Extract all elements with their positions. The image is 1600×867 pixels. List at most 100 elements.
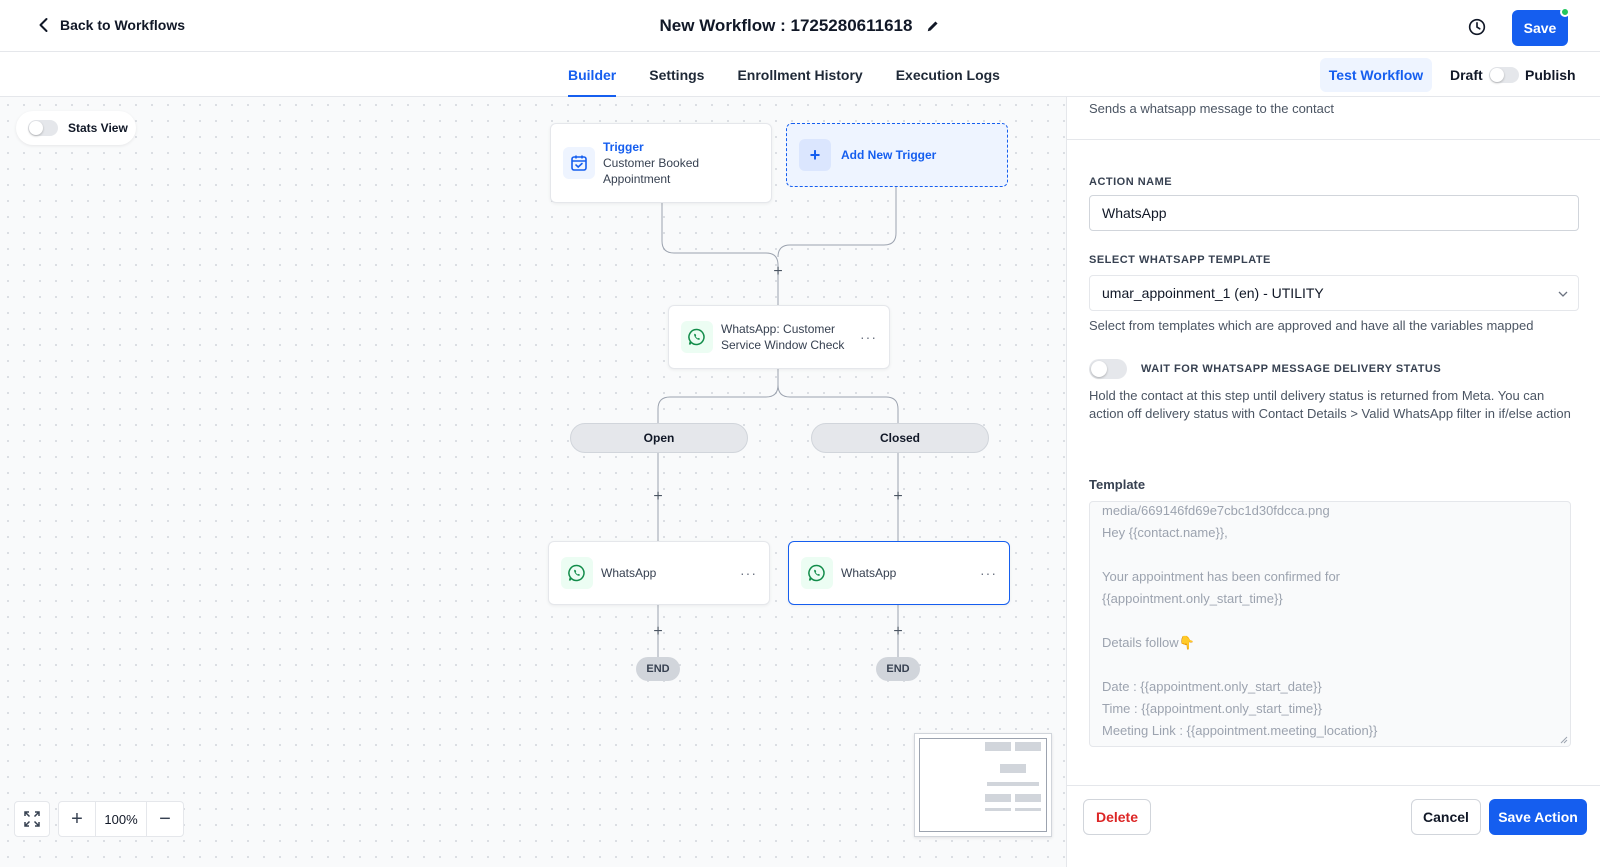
minimap-node xyxy=(987,782,1039,786)
end-marker: END xyxy=(876,657,920,681)
template-select-label: SELECT WHATSAPP TEMPLATE xyxy=(1089,254,1271,266)
divider xyxy=(1067,139,1600,140)
cancel-button[interactable]: Cancel xyxy=(1411,799,1481,835)
pencil-icon[interactable] xyxy=(926,19,940,33)
zoom-in-button[interactable]: + xyxy=(71,807,83,830)
add-step-plus[interactable]: + xyxy=(653,488,663,505)
action-node-label: WhatsApp xyxy=(841,566,897,580)
minimap-node xyxy=(1015,794,1041,802)
unsaved-indicator xyxy=(1560,7,1570,17)
zoom-out-button[interactable]: − xyxy=(159,807,171,830)
template-line: media/669146fd69e7cbc1d30fdcca.png xyxy=(1102,503,1330,518)
action-node-label: WhatsApp xyxy=(601,566,657,580)
delete-action-button[interactable]: Delete xyxy=(1083,799,1151,835)
add-step-plus[interactable]: + xyxy=(893,623,903,640)
template-line: {{appointment.only_start_time}} xyxy=(1102,591,1283,606)
workflow-canvas[interactable]: Stats View Trigger Customer Booked Appoi… xyxy=(0,97,1066,867)
template-line: Time : {{appointment.only_start_time}} xyxy=(1102,701,1322,716)
template-line: Hey {{contact.name}}, xyxy=(1102,525,1228,540)
branch-closed[interactable]: Closed xyxy=(811,423,989,453)
minimap-node xyxy=(985,794,1011,802)
whatsapp-window-check-node[interactable]: WhatsApp: Customer Service Window Check … xyxy=(668,305,890,369)
stats-view-label: Stats View xyxy=(68,121,128,135)
plus-icon: + xyxy=(799,139,831,171)
publish-label: Publish xyxy=(1525,67,1576,83)
tabs: Builder Settings Enrollment History Exec… xyxy=(568,52,1000,97)
divider xyxy=(1067,785,1600,786)
template-line xyxy=(1102,544,1558,566)
minimap-node xyxy=(1015,742,1041,751)
tab-builder[interactable]: Builder xyxy=(568,52,617,97)
minimap-node xyxy=(1000,764,1026,773)
test-workflow-button[interactable]: Test Workflow xyxy=(1320,58,1432,92)
resize-handle-icon[interactable] xyxy=(1560,736,1568,744)
trigger-node[interactable]: Trigger Customer Booked Appointment xyxy=(550,123,772,203)
add-step-plus[interactable]: + xyxy=(893,488,903,505)
check-line-2: Service Window Check xyxy=(721,338,845,352)
template-line: Meeting Link : {{appointment.meeting_loc… xyxy=(1102,723,1378,738)
action-name-input[interactable] xyxy=(1089,195,1579,231)
chevron-down-icon xyxy=(1558,291,1568,297)
node-menu-icon[interactable]: ··· xyxy=(980,565,997,581)
whatsapp-action-node[interactable]: WhatsApp ··· xyxy=(548,541,770,605)
minimap-viewport xyxy=(919,738,1047,832)
stats-toggle-switch[interactable] xyxy=(28,120,58,136)
whatsapp-icon xyxy=(561,557,593,589)
action-description: Sends a whatsapp message to the contact xyxy=(1089,101,1334,116)
publish-toggle[interactable] xyxy=(1489,67,1519,83)
minimap[interactable] xyxy=(914,733,1052,837)
tab-execution-logs[interactable]: Execution Logs xyxy=(895,67,1000,83)
history-icon[interactable] xyxy=(1466,16,1488,38)
stats-view-toggle[interactable]: Stats View xyxy=(16,111,136,145)
template-line: Date : {{appointment.only_start_date}} xyxy=(1102,679,1322,694)
minimap-node xyxy=(985,742,1011,751)
template-body-label: Template xyxy=(1089,477,1146,492)
add-step-plus[interactable]: + xyxy=(773,263,783,280)
trigger-kicker: Trigger xyxy=(603,140,644,154)
whatsapp-icon xyxy=(681,321,713,353)
wait-delivery-hint: Hold the contact at this step until deli… xyxy=(1089,388,1571,421)
calendar-icon xyxy=(563,147,595,179)
whatsapp-action-node-selected[interactable]: WhatsApp ··· xyxy=(788,541,1010,605)
expand-icon xyxy=(24,811,40,827)
action-name-label: ACTION NAME xyxy=(1089,176,1173,188)
tab-enrollment-history[interactable]: Enrollment History xyxy=(737,67,863,83)
node-menu-icon[interactable]: ··· xyxy=(740,565,757,581)
back-label: Back to Workflows xyxy=(60,17,185,33)
workflow-title: New Workflow : 1725280611618 xyxy=(659,16,913,35)
add-new-trigger-button[interactable]: + Add New Trigger xyxy=(786,123,1008,187)
template-line: Details follow👇 xyxy=(1102,635,1195,650)
tab-settings[interactable]: Settings xyxy=(649,67,705,83)
trigger-line-1: Customer Booked xyxy=(603,156,700,170)
zoom-level: 100% xyxy=(95,802,147,836)
trigger-line-2: Appointment xyxy=(603,172,671,186)
save-button[interactable]: Save xyxy=(1512,10,1568,46)
template-line xyxy=(1102,610,1558,632)
chevron-left-icon xyxy=(39,18,48,32)
end-marker: END xyxy=(636,657,680,681)
template-line: Your appointment has been confirmed for xyxy=(1102,569,1341,584)
whatsapp-template-select[interactable]: umar_appoinment_1 (en) - UTILITY xyxy=(1089,275,1579,311)
fit-view-button[interactable] xyxy=(14,801,50,837)
connector-lines xyxy=(657,187,899,657)
tab-bar: Builder Settings Enrollment History Exec… xyxy=(0,52,1600,97)
wait-delivery-toggle[interactable] xyxy=(1089,359,1127,379)
zoom-controls: + 100% − xyxy=(58,801,184,837)
minimap-node xyxy=(985,808,1011,811)
template-line xyxy=(1102,654,1558,676)
template-hint: Select from templates which are approved… xyxy=(1089,318,1534,333)
whatsapp-icon xyxy=(801,557,833,589)
template-select-value: umar_appoinment_1 (en) - UTILITY xyxy=(1102,285,1324,301)
template-body-textarea[interactable]: media/669146fd69e7cbc1d30fdcca.png Hey {… xyxy=(1089,501,1571,747)
top-header: Back to Workflows New Workflow : 1725280… xyxy=(0,0,1600,52)
wait-delivery-label: WAIT FOR WHATSAPP MESSAGE DELIVERY STATU… xyxy=(1141,363,1442,375)
branch-open[interactable]: Open xyxy=(570,423,748,453)
add-trigger-label: Add New Trigger xyxy=(841,148,937,162)
save-action-button[interactable]: Save Action xyxy=(1489,799,1587,835)
minimap-node xyxy=(1015,808,1041,811)
action-settings-panel: Sends a whatsapp message to the contact … xyxy=(1066,97,1600,867)
node-menu-icon[interactable]: ··· xyxy=(860,329,877,345)
workflow-title-bar: New Workflow : 1725280611618 xyxy=(0,16,1600,36)
back-to-workflows-link[interactable]: Back to Workflows xyxy=(36,17,185,33)
add-step-plus[interactable]: + xyxy=(653,623,663,640)
